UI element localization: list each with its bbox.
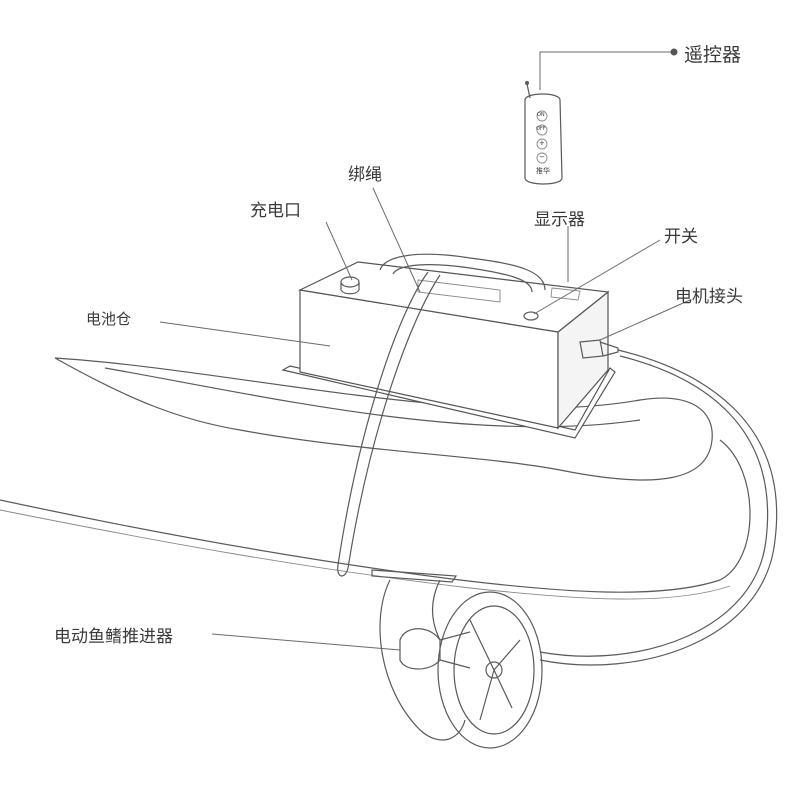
battery-box	[281, 253, 619, 439]
label-motor-connector: 电机接头	[675, 287, 743, 307]
label-display: 显示器	[534, 210, 585, 230]
label-battery-box: 电池仓	[86, 310, 132, 328]
label-charge-port: 充电口	[250, 201, 301, 221]
tie-rope	[337, 271, 441, 577]
remote-button-minus-label: −	[539, 153, 545, 161]
label-switch: 开关	[664, 227, 698, 247]
remote-control	[524, 81, 563, 185]
remote-brand-label: 推华	[536, 167, 550, 175]
label-rope: 绑绳	[348, 165, 382, 185]
leader-lines	[159, 48, 691, 651]
remote-button-off-label: OFF	[536, 126, 546, 132]
motor-cable	[539, 349, 778, 666]
label-remote: 遥控器	[684, 44, 742, 66]
remote-button-plus-label: +	[539, 139, 545, 147]
board-hull	[0, 357, 751, 600]
label-thruster: 电动鱼鳍推进器	[54, 627, 173, 647]
remote-button-on-label: ON	[537, 112, 545, 118]
fin-thruster	[371, 569, 543, 749]
